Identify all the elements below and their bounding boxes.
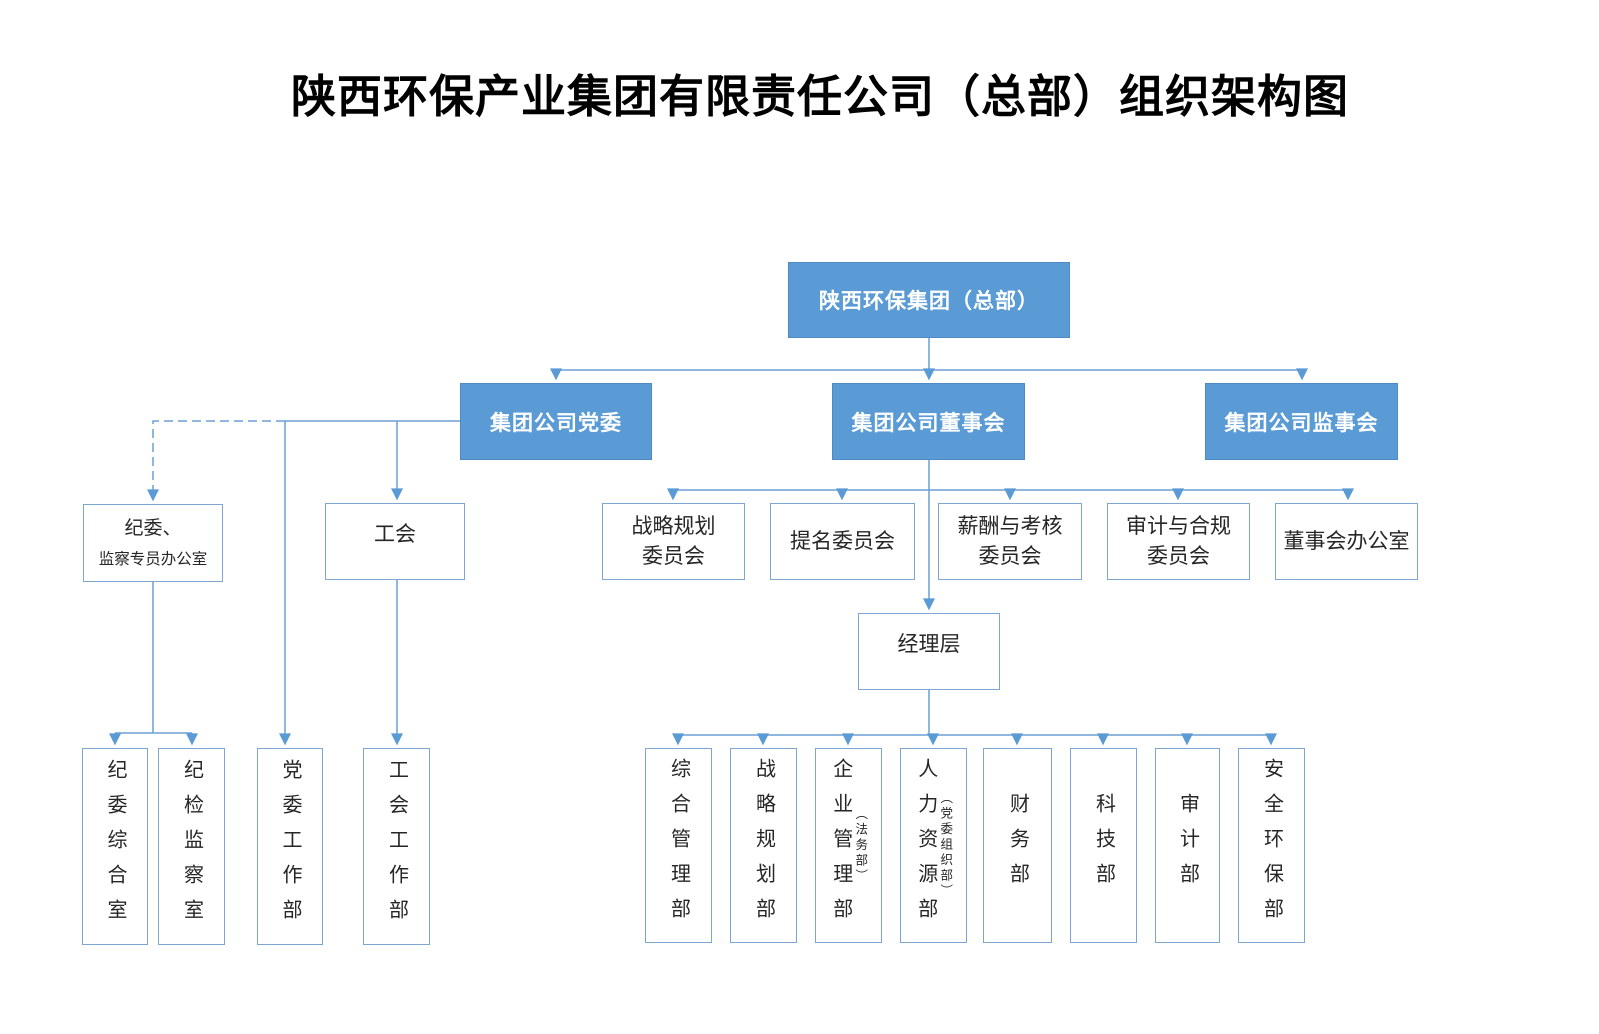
department-label: 综合管理部 xyxy=(667,758,690,933)
committee-label-line: 委员会 xyxy=(1147,544,1210,568)
department-label: 财务部 xyxy=(1006,793,1029,898)
node-strategy-planning-committee: 战略规划 委员会 xyxy=(602,503,745,580)
discipline-office-connector xyxy=(109,582,198,746)
board-committees-connector xyxy=(667,460,1354,611)
committee-label-line: 委员会 xyxy=(642,544,705,568)
node-management-level: 经理层 xyxy=(858,613,1000,690)
node-hr-dept: 人力资源部 （党委组织部） xyxy=(900,748,967,943)
diagram-title: 陕西环保产业集团有限责任公司（总部）组织架构图 xyxy=(290,72,1349,122)
committee-label-line: 薪酬与考核 xyxy=(957,514,1063,538)
department-label: 人力资源部 xyxy=(914,758,937,933)
node-union-work-dept: 工会工作部 xyxy=(363,748,430,945)
department-label: 工会工作部 xyxy=(385,759,408,934)
party-branch-connector xyxy=(147,420,460,746)
node-nomination-committee: 提名委员会 xyxy=(770,503,915,580)
discipline-office-line1: 纪委、 xyxy=(124,517,182,539)
node-board-office: 董事会办公室 xyxy=(1275,503,1418,580)
node-audit-compliance-committee: 审计与合规 委员会 xyxy=(1107,503,1250,580)
committee-label-line: 审计与合规 xyxy=(1126,514,1231,538)
node-discipline-inspection-room: 纪检监察室 xyxy=(158,748,225,945)
department-label: 科技部 xyxy=(1092,793,1115,898)
node-board-of-directors: 集团公司董事会 xyxy=(832,383,1025,460)
node-discipline-general-office: 纪委综合室 xyxy=(82,748,148,945)
node-science-tech-dept: 科技部 xyxy=(1070,748,1137,943)
management-departments-connector xyxy=(672,690,1277,746)
node-strategy-planning-dept: 战略规划部 xyxy=(730,748,797,943)
node-enterprise-mgmt-dept: 企业管理部 （法务部） xyxy=(815,748,882,943)
department-label: 企业管理部 xyxy=(829,758,852,933)
committee-label-line: 委员会 xyxy=(978,544,1042,568)
committee-label-line: 董事会办公室 xyxy=(1283,529,1410,553)
committee-label-line: 提名委员会 xyxy=(790,529,895,553)
node-audit-dept: 审计部 xyxy=(1155,748,1220,943)
node-finance-dept: 财务部 xyxy=(983,748,1052,943)
department-label: 党委工作部 xyxy=(279,759,301,934)
department-label: 审计部 xyxy=(1176,793,1199,898)
discipline-office-line2: 监察专员办公室 xyxy=(98,550,208,568)
node-discipline-inspection-office: 纪委、 监察专员办公室 xyxy=(83,504,223,582)
department-label: 纪检监察室 xyxy=(180,759,203,934)
department-label: 战略规划部 xyxy=(752,758,775,933)
department-label: 纪委综合室 xyxy=(104,759,126,934)
department-label: 安全环保部 xyxy=(1260,758,1283,933)
department-sublabel: （党委组织部） xyxy=(938,791,953,900)
node-compensation-assessment-committee: 薪酬与考核 委员会 xyxy=(938,503,1082,580)
department-sublabel: （法务部） xyxy=(853,806,868,885)
hq-to-level2-connector xyxy=(550,338,1308,381)
node-general-mgmt-dept: 综合管理部 xyxy=(645,748,712,943)
node-safety-env-dept: 安全环保部 xyxy=(1238,748,1305,943)
node-labor-union: 工会 xyxy=(325,503,465,580)
node-supervisory-board: 集团公司监事会 xyxy=(1205,383,1398,460)
committee-label-line: 战略规划 xyxy=(631,514,716,538)
node-party-work-dept: 党委工作部 xyxy=(257,748,323,945)
node-headquarters: 陕西环保集团（总部） xyxy=(788,262,1070,338)
node-party-committee: 集团公司党委 xyxy=(460,383,652,460)
